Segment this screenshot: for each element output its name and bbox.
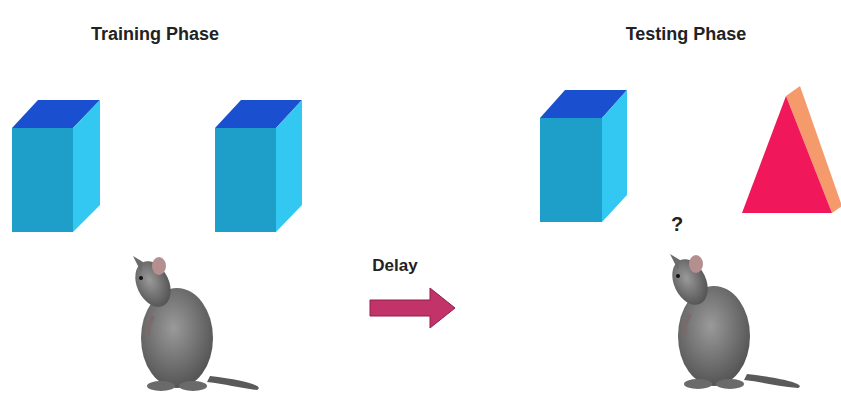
delay-label: Delay	[372, 256, 417, 276]
phase-heading: Training Phase	[91, 24, 219, 45]
phase-heading: Testing Phase	[626, 24, 747, 45]
cube-object	[12, 100, 100, 232]
rat-figure	[665, 253, 799, 389]
cube-object	[540, 90, 627, 222]
rat-figure	[128, 255, 258, 391]
question-mark: ?	[671, 213, 683, 236]
delay-arrow	[370, 288, 455, 328]
cube-object	[215, 100, 302, 232]
triangle-object	[742, 86, 841, 213]
